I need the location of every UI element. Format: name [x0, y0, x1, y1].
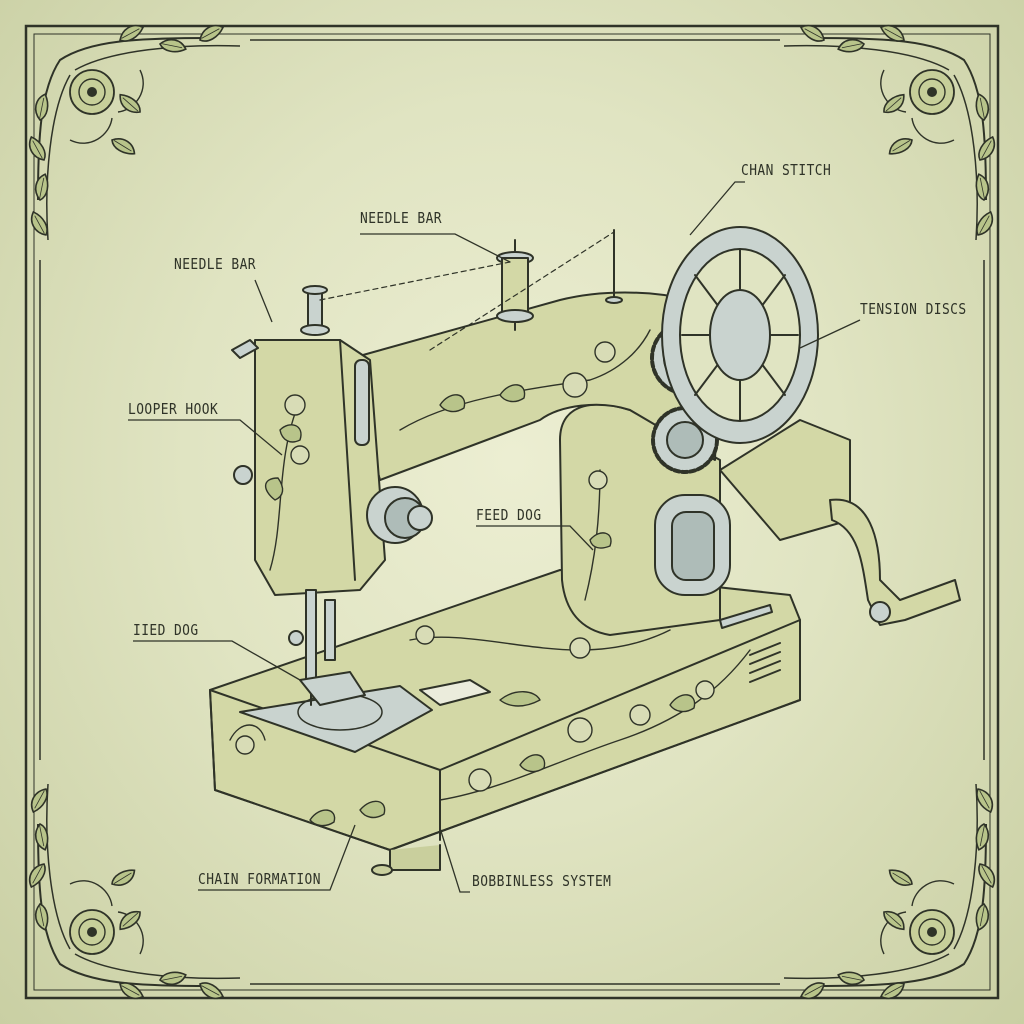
tension-knob	[366, 486, 433, 544]
floral-engraving	[229, 329, 751, 827]
label-chain-formation: CHAIN FORMATION	[198, 870, 321, 888]
label-feed-dog-left: IIED DOG	[133, 621, 199, 639]
needle-assembly	[288, 589, 366, 706]
machine-base	[209, 569, 801, 876]
crank-handle	[719, 419, 961, 626]
thread-guide	[231, 285, 330, 485]
label-needle-bar-top: NEEDLE BAR	[360, 209, 442, 227]
leader-lines	[128, 181, 861, 893]
label-chain-stitch: CHAN STITCH	[741, 161, 832, 179]
needle-plate	[239, 679, 491, 753]
label-feed-dog: FEED DOG	[476, 506, 542, 524]
machine-head	[254, 339, 386, 596]
thread-spool	[496, 229, 623, 331]
label-bobbinless-system: BOBBINLESS SYSTEM	[472, 872, 612, 890]
label-needle-bar-left: NEEDLE BAR	[174, 255, 256, 273]
label-tension-discs: TENSION DISCS	[860, 300, 967, 318]
label-looper-hook: LOOPER HOOK	[128, 400, 219, 418]
handwheel	[661, 226, 819, 444]
